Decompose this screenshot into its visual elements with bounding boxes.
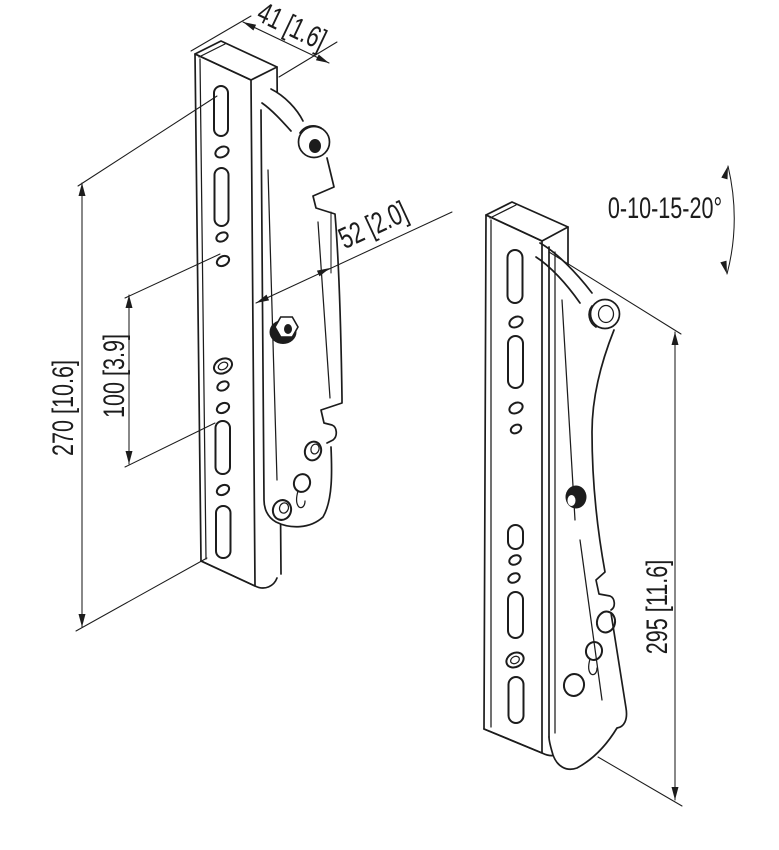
tv-plate-closed: [260, 88, 343, 528]
dim-height-open: 295 [11.6]: [548, 251, 683, 807]
bracket-closed-view: [194, 40, 343, 589]
tilt-angle-label: 0-10-15-20°: [608, 190, 722, 224]
dim-height-closed-label: 270 [10.6]: [45, 360, 79, 456]
bracket-open-view: [483, 201, 628, 771]
dim-top-width: 41 [1.6]: [190, 0, 338, 78]
tilt-lock-bolt: [269, 316, 299, 344]
tv-plate-open: [535, 242, 628, 771]
tilt-angle-annotation: 0-10-15-20°: [608, 165, 735, 275]
pivot-hinge-closed: [297, 124, 331, 159]
dim-top-width-label: 41 [1.6]: [252, 0, 332, 57]
pivot-hinge-open: [588, 298, 621, 330]
plate-holes-closed: [271, 440, 323, 521]
dim-depth-label: 52 [2.0]: [333, 194, 413, 256]
tv-plate-silhouette-closed: [261, 89, 342, 527]
rail-holes-open: [505, 249, 525, 724]
rail-holes-closed: [212, 85, 234, 559]
plate-holes-open: [562, 610, 617, 697]
dim-height-closed: 270 [10.6]: [45, 95, 218, 632]
dim-hole-spacing-label: 100 [3.9]: [96, 334, 130, 418]
tilt-lock-screw-open: [565, 485, 587, 509]
tv-plate-silhouette-open: [540, 243, 627, 770]
dim-height-open-label: 295 [11.6]: [639, 560, 673, 654]
dim-hole-spacing: 100 [3.9]: [96, 253, 221, 468]
